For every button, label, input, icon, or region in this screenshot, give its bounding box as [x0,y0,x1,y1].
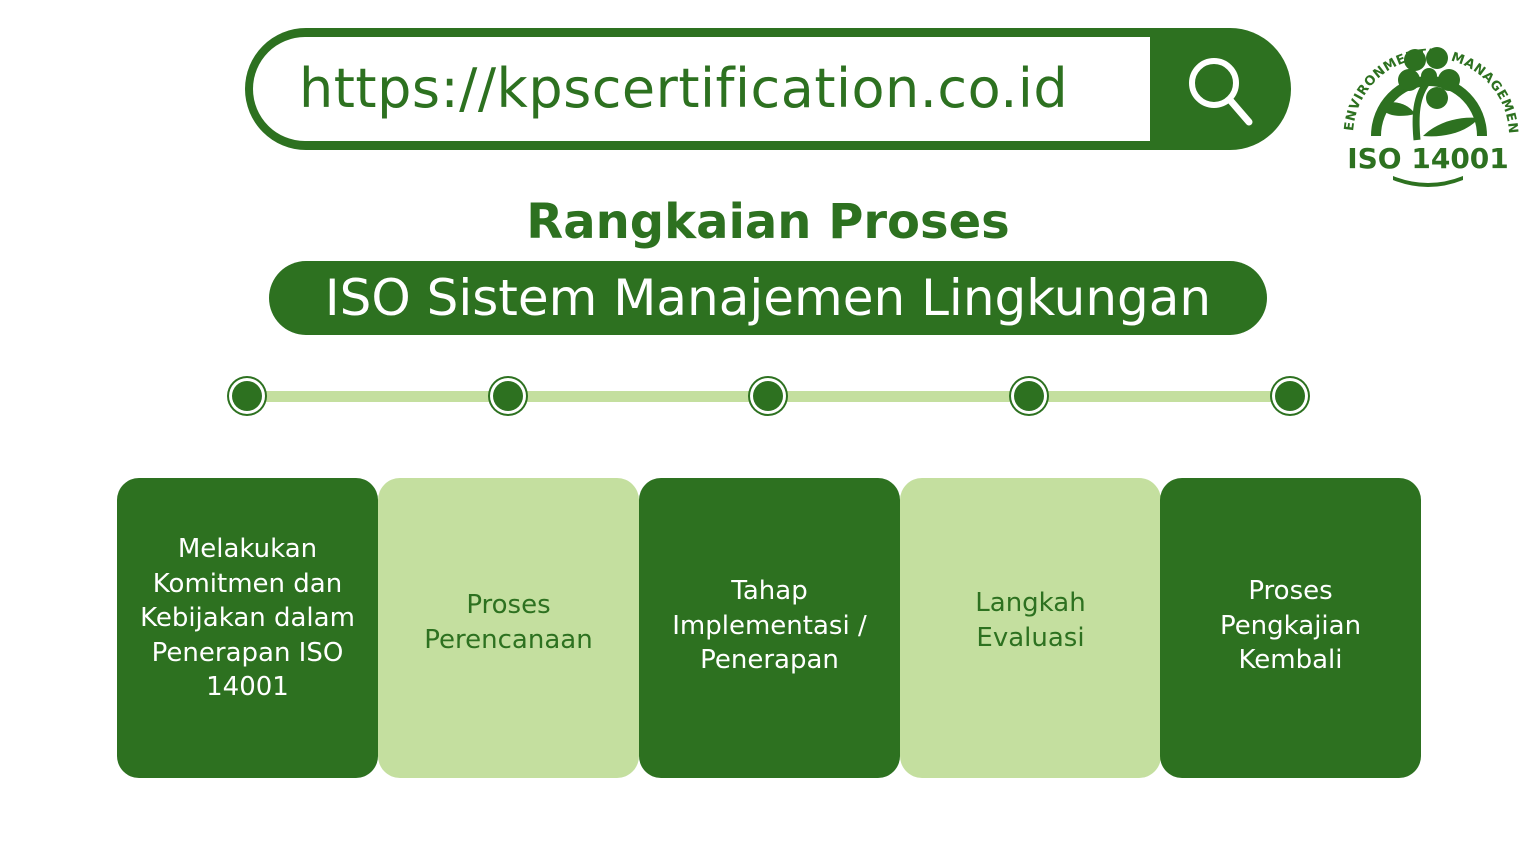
process-timeline [0,376,1536,420]
step-label: Langkah Evaluasi [975,588,1086,653]
step-label: Melakukan Komitmen dan Kebijakan dalam P… [140,534,355,702]
diagram-title: ISO Sistem Manajemen Lingkungan [269,261,1267,335]
step-card-3: Tahap Implementasi / Penerapan [639,478,900,778]
timeline-dot-5 [1275,381,1305,411]
url-text: https://kpscertification.co.id [299,57,1069,120]
step-card-1: Melakukan Komitmen dan Kebijakan dalam P… [117,478,378,778]
svg-text:ISO 14001: ISO 14001 [1347,142,1509,175]
search-icon [1189,58,1253,126]
iso-14001-logo: ENVIRONMENTAL MANAGEMENT SYSTEM ISO 1400… [1326,7,1523,190]
step-card-4: Langkah Evaluasi [900,478,1161,778]
diagram-subtitle: Rangkaian Proses [526,194,1010,250]
step-label: Tahap Implementasi / Penerapan [672,576,867,675]
timeline-dot-4 [1014,381,1044,411]
timeline-dot-3 [753,381,783,411]
timeline-dot-2 [493,381,523,411]
step-label: Proses Perencanaan [424,590,593,655]
timeline-dot-1 [232,381,262,411]
step-card-2: Proses Perencanaan [378,478,639,778]
step-card-5: Proses Pengkajian Kembali [1160,478,1421,778]
url-field[interactable]: https://kpscertification.co.id [253,37,1150,141]
flower-plant-icon: ENVIRONMENTAL MANAGEMENT SYSTEM ISO 1400… [1326,7,1520,187]
url-search-bar: https://kpscertification.co.id [245,28,1291,150]
step-label: Proses Pengkajian Kembali [1219,576,1362,675]
search-button[interactable] [1155,28,1291,150]
